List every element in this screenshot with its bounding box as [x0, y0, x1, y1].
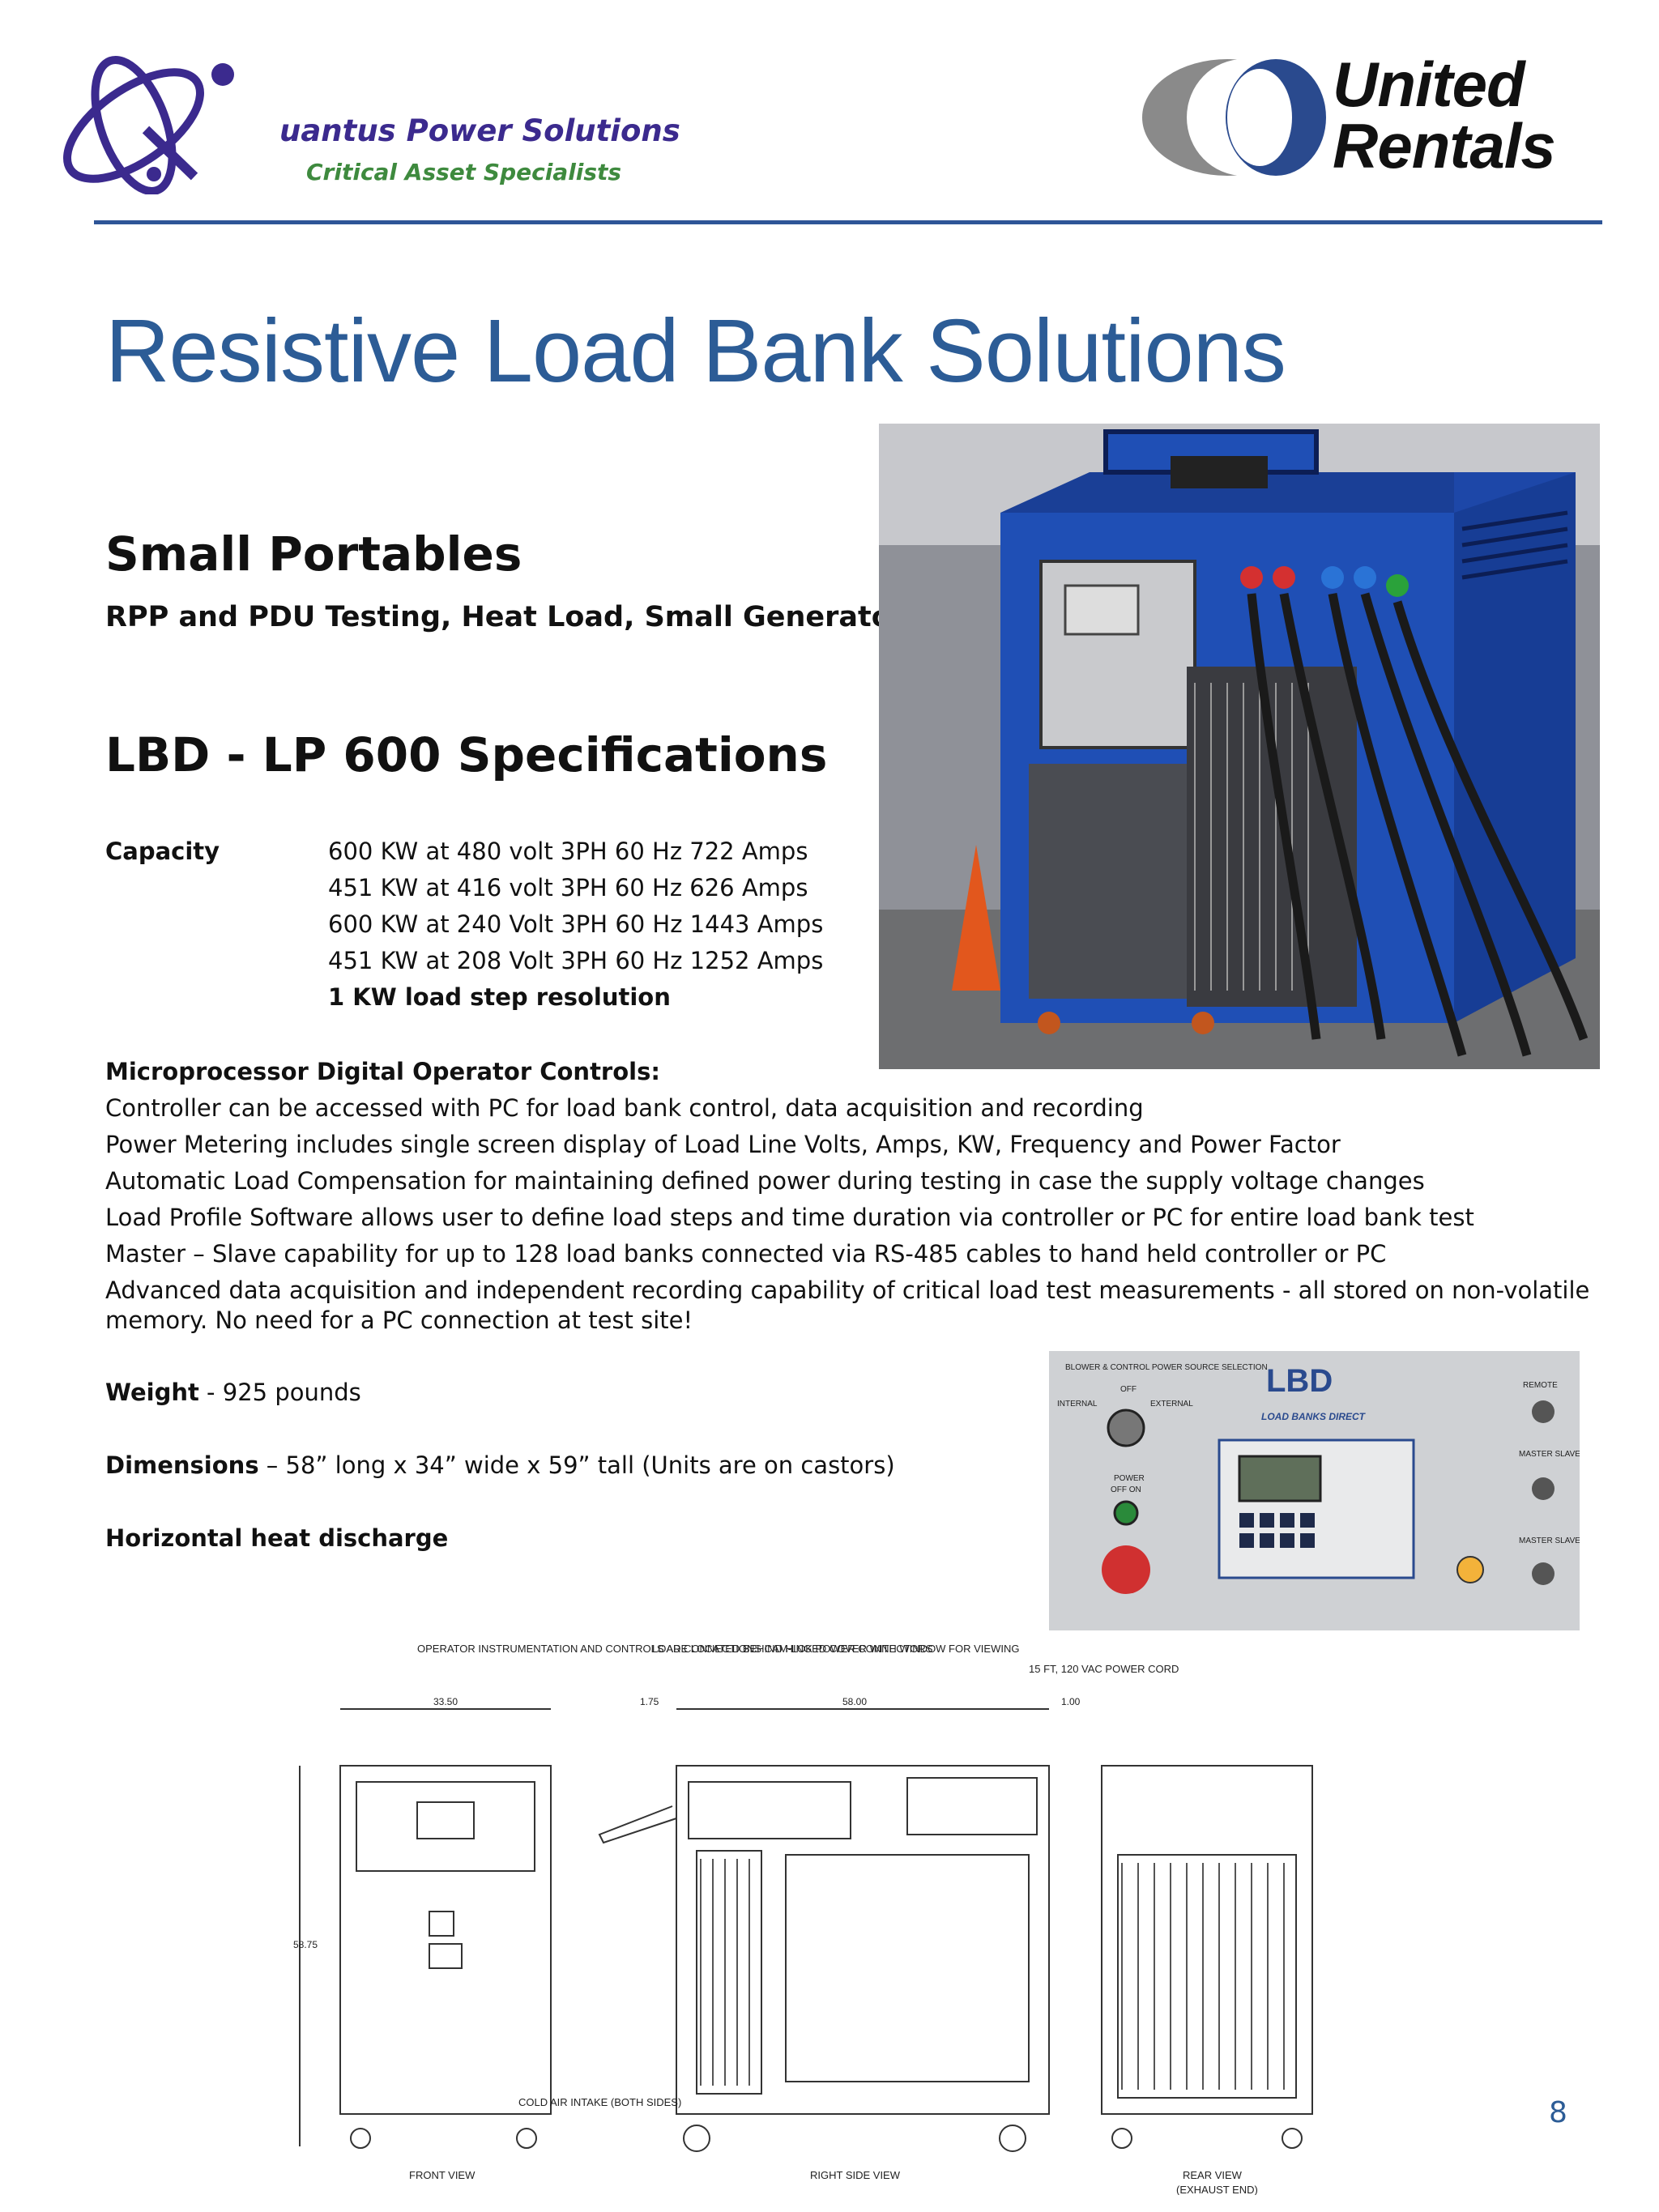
panel-power-label: POWER: [1114, 1474, 1145, 1483]
capacity-line: 600 KW at 480 volt 3PH 60 Hz 722 Amps: [328, 837, 808, 865]
rear-view-sublabel: (EXHAUST END): [1176, 2184, 1258, 2195]
front-view-label: FRONT VIEW: [409, 2169, 476, 2181]
right-view-label: RIGHT SIDE VIEW: [810, 2169, 901, 2181]
quantus-logo: [63, 55, 234, 194]
united-rentals-wordmark: United Rentals: [1333, 49, 1556, 181]
dimensions-spec: Dimensions – 58” long x 34” wide x 59” t…: [105, 1451, 895, 1479]
capacity-label: Capacity: [105, 837, 220, 865]
panel-off-label: OFF: [1120, 1385, 1137, 1394]
quantus-name: uantus Power Solutions: [279, 113, 680, 148]
capacity-line: 451 KW at 416 volt 3PH 60 Hz 626 Amps: [328, 874, 808, 901]
panel-internal-label: INTERNAL: [1057, 1400, 1098, 1409]
controls-line: memory. No need for a PC connection at t…: [105, 1306, 693, 1334]
dim-width: 33.50: [433, 1696, 458, 1707]
capacity-note: 1 KW load step resolution: [328, 983, 671, 1011]
specs-heading: LBD - LP 600 Specifications: [105, 727, 828, 782]
controls-heading: Microprocessor Digital Operator Controls…: [105, 1058, 660, 1085]
panel-blower-label: BLOWER & CONTROL POWER SOURCE SELECTION: [1065, 1363, 1268, 1372]
dimensions-label: Dimensions: [105, 1451, 259, 1479]
discharge-spec: Horizontal heat discharge: [105, 1524, 449, 1552]
controls-line: Controller can be accessed with PC for l…: [105, 1094, 1144, 1122]
section-subheading: RPP and PDU Testing, Heat Load, Small Ge…: [105, 601, 922, 633]
capacity-line: 451 KW at 208 Volt 3PH 60 Hz 1252 Amps: [328, 947, 824, 974]
panel-external-label: EXTERNAL: [1150, 1400, 1193, 1409]
controls-line: Load Profile Software allows user to def…: [105, 1204, 1474, 1231]
load-bank-photo: [879, 424, 1600, 1069]
capacity-line: 600 KW at 240 Volt 3PH 60 Hz 1443 Amps: [328, 910, 824, 938]
ur-line2: Rentals: [1333, 110, 1556, 181]
dim-length: 58.00: [842, 1696, 867, 1707]
controls-line: Automatic Load Compensation for maintain…: [105, 1167, 1425, 1195]
technical-drawing: OPERATOR INSTRUMENTATION AND CONTROLS AR…: [293, 1644, 1313, 2195]
control-panel-photo: LBD BLOWER & CONTROL POWER SOURCE SELECT…: [1049, 1351, 1580, 1630]
panel-remote-label: REMOTE: [1523, 1381, 1558, 1390]
dim-right: 1.00: [1061, 1696, 1081, 1707]
header-rule: [94, 220, 1602, 224]
note-air: COLD AIR INTAKE (BOTH SIDES): [518, 2096, 681, 2108]
united-rentals-logo: [1142, 59, 1326, 176]
section-heading: Small Portables: [105, 526, 522, 582]
controls-line: Advanced data acquisition and independen…: [105, 1276, 1590, 1304]
panel-power-off-on: OFF ON: [1111, 1485, 1141, 1494]
note-cord: 15 FT, 120 VAC POWER CORD: [1029, 1663, 1179, 1675]
weight-value: - 925 pounds: [198, 1379, 361, 1406]
controls-list: Controller can be accessed with PC for l…: [105, 1094, 1589, 1343]
weight-label: Weight: [105, 1379, 199, 1406]
controls-line: Master – Slave capability for up to 128 …: [105, 1240, 1387, 1268]
note-load: LOAD CONNECTIONS CAM-LOK POWER CONNECTOR…: [652, 1644, 933, 1655]
page-title: Resistive Load Bank Solutions: [105, 301, 1286, 401]
note-operator: OPERATOR INSTRUMENTATION AND CONTROLS AR…: [417, 1644, 1019, 1655]
dimensions-value: – 58” long x 34” wide x 59” tall (Units …: [258, 1451, 895, 1479]
capacity-list: 600 KW at 480 volt 3PH 60 Hz 722 Amps 45…: [328, 837, 823, 1020]
controls-line: Power Metering includes single screen di…: [105, 1131, 1341, 1158]
panel-master-slave-label: MASTER SLAVE: [1519, 1536, 1580, 1545]
quantus-tagline: Critical Asset Specialists: [306, 159, 622, 185]
rear-view-label: REAR VIEW: [1183, 2169, 1243, 2181]
svg-text:LBD: LBD: [1266, 1363, 1333, 1399]
panel-brand-label: LOAD BANKS DIRECT: [1261, 1411, 1367, 1422]
weight-spec: Weight - 925 pounds: [105, 1379, 361, 1406]
dim-height: 58.75: [293, 1939, 318, 1950]
page-number: 8: [1549, 2096, 1567, 2129]
ur-line1: United: [1333, 49, 1525, 120]
panel-master-slave-label: MASTER SLAVE: [1519, 1450, 1580, 1459]
dim-left: 1.75: [640, 1696, 659, 1707]
